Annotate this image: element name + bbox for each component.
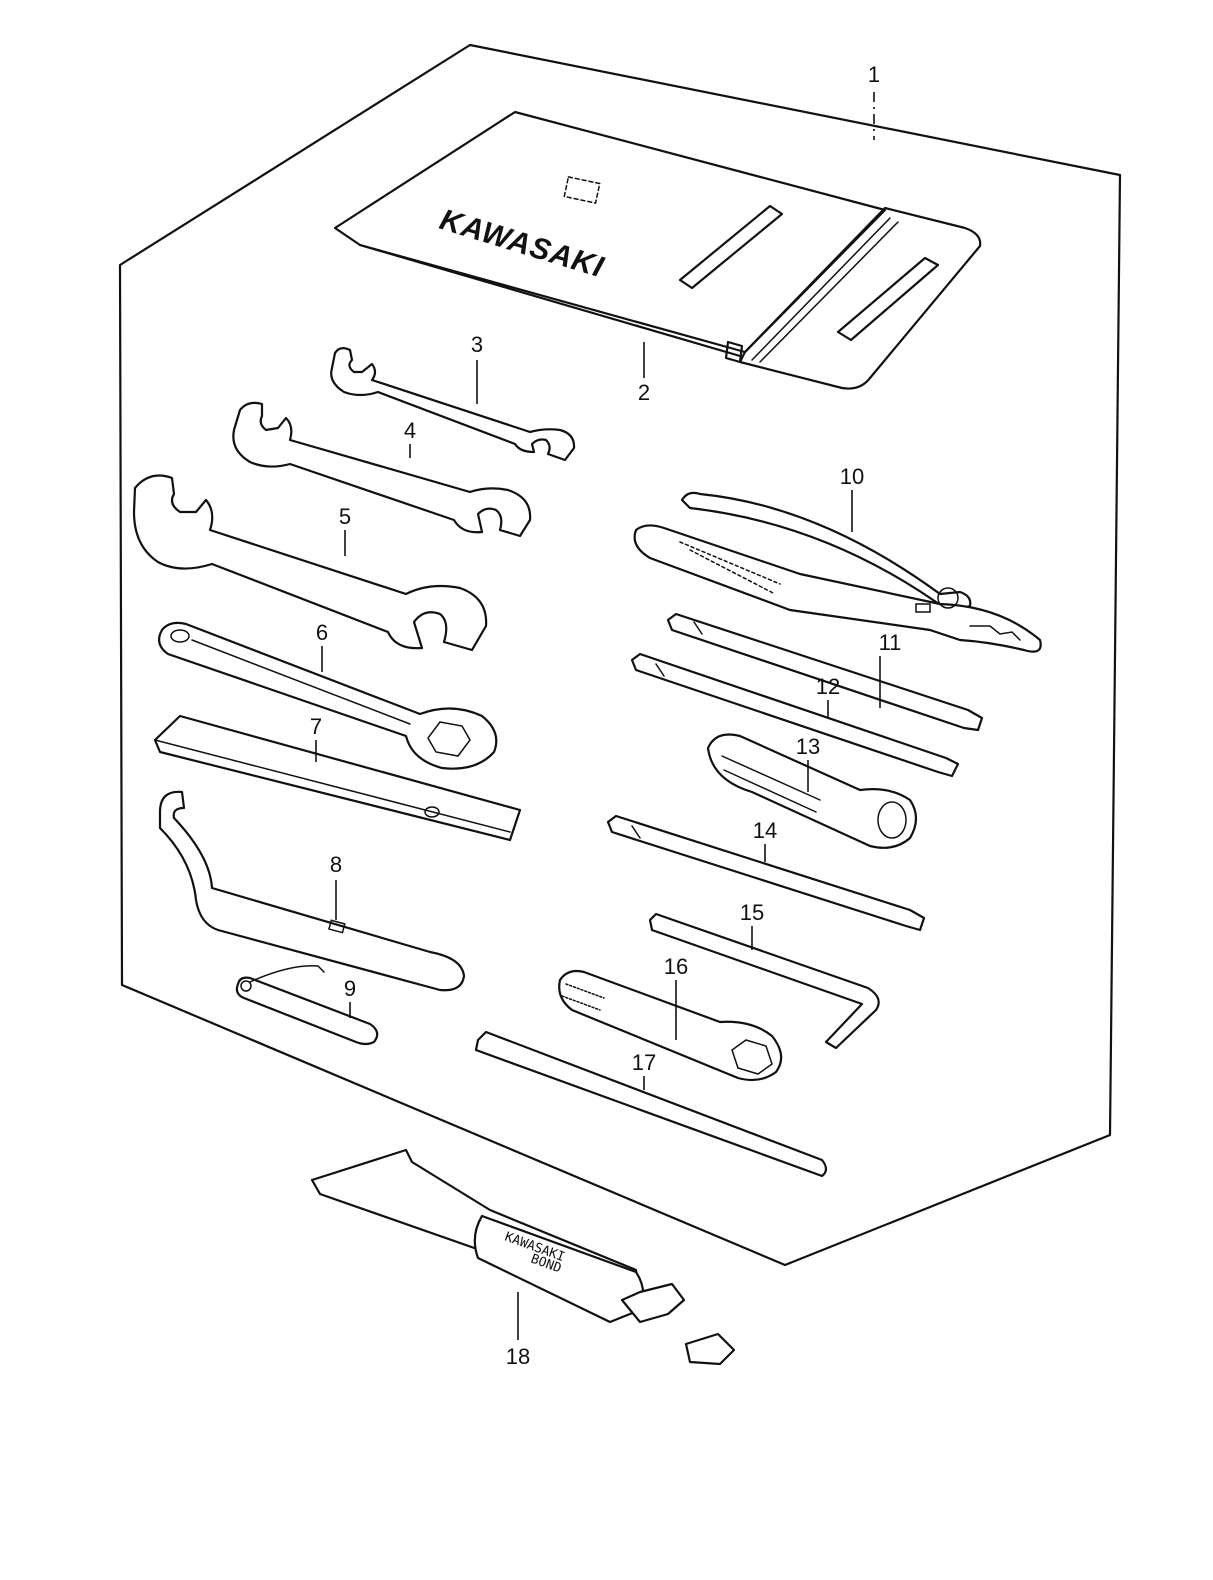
callout-18: 18 (506, 1344, 530, 1369)
hex-key (648, 912, 880, 1050)
callout-10: 10 (840, 464, 864, 489)
callout-7: 7 (310, 714, 322, 739)
wrench-small (330, 346, 576, 462)
wrench-medium (232, 401, 532, 538)
rod (474, 1030, 828, 1178)
callout-6: 6 (316, 620, 328, 645)
screwdriver-handle (706, 733, 918, 849)
callout-12: 12 (816, 674, 840, 699)
hook-spanner (158, 790, 466, 992)
bag-logo: KAWASAKI (436, 203, 608, 284)
screwdriver-shaft-short (606, 814, 926, 932)
pliers (633, 491, 1042, 653)
assembly-boundary (118, 43, 1122, 1267)
callout-14: 14 (753, 818, 777, 843)
callout-5: 5 (339, 504, 351, 529)
callout-11: 11 (879, 630, 902, 655)
leader-lines (315, 92, 881, 1340)
small-tool (235, 965, 379, 1046)
screwdriver-shaft-phillips (666, 612, 984, 732)
callout-17: 17 (632, 1050, 656, 1075)
wrench-large (132, 474, 488, 652)
callout-1: 1 (868, 62, 880, 87)
callout-9: 9 (344, 976, 356, 1001)
callout-13: 13 (796, 734, 820, 759)
screwdriver-shaft-flat (630, 652, 960, 778)
callout-2: 2 (638, 380, 650, 405)
callout-3: 3 (471, 332, 483, 357)
box-wrench (157, 621, 498, 770)
callout-4: 4 (404, 418, 416, 443)
callout-15: 15 (740, 900, 764, 925)
callout-8: 8 (330, 852, 342, 877)
flat-bar-tool (153, 714, 522, 842)
spark-plug-wrench (558, 969, 783, 1082)
callout-16: 16 (664, 954, 688, 979)
bond-tube: KAWASAKI BOND (310, 1148, 736, 1366)
tool-bag: KAWASAKI (333, 110, 982, 390)
